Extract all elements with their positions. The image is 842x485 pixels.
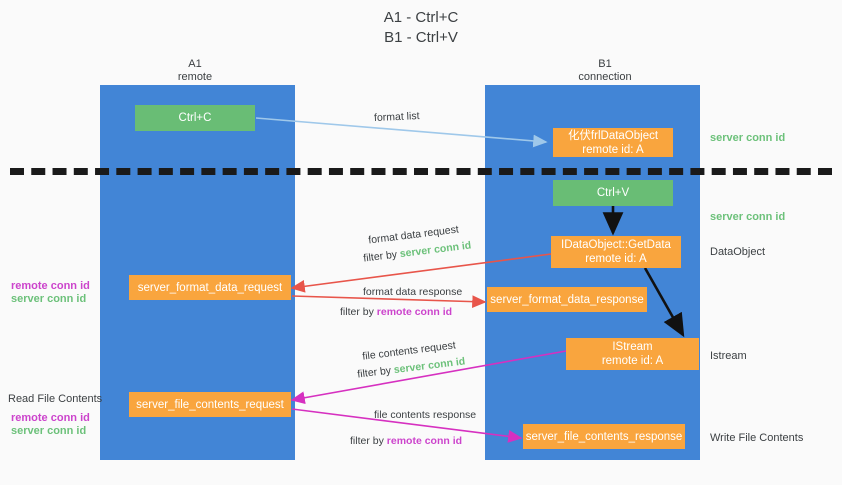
annotation-left-remote-conn-id-2: remote conn id xyxy=(11,412,90,424)
edge-filter-file-contents-response: filter by remote conn id xyxy=(350,434,462,448)
filter-value-remote-conn-id: remote conn id xyxy=(376,306,453,318)
page-title: A1 - Ctrl+C B1 - Ctrl+V xyxy=(383,9,459,46)
node-ctrl-v[interactable]: Ctrl+V xyxy=(553,180,673,206)
annotation-dataobject: DataObject xyxy=(710,246,766,258)
annotation-write-file-contents: Write File Contents xyxy=(710,432,804,444)
filter-value-remote-conn-id: remote conn id xyxy=(386,435,463,447)
annotation-istream: Istream xyxy=(710,350,747,362)
node-server-file-contents-response[interactable]: server_file_contents_response xyxy=(523,424,685,449)
node-server-format-data-response[interactable]: server_format_data_response xyxy=(487,287,647,312)
annotation-read-file-contents: Read File Contents xyxy=(8,393,103,405)
filter-prefix: filter by xyxy=(362,248,401,265)
edge-label-file-contents-response: file contents response xyxy=(374,409,477,421)
filter-prefix: filter by xyxy=(340,306,377,318)
node-server-format-data-request[interactable]: server_format_data_request xyxy=(129,275,291,300)
filter-value-server-conn-id: server conn id xyxy=(399,239,472,261)
node-idataobject-getdata[interactable]: IDataObject::GetData remote id: A xyxy=(551,236,681,268)
node-istream[interactable]: IStream remote id: A xyxy=(566,338,699,370)
lane-header-b1: B1 connection xyxy=(578,58,632,83)
annotation-left-server-conn-id-2: server conn id xyxy=(11,425,87,437)
node-idataobject[interactable]: 化伏frlDataObject remote id: A xyxy=(553,128,673,157)
node-ctrl-c[interactable]: Ctrl+C xyxy=(135,105,255,131)
annotation-server-conn-id-top: server conn id xyxy=(710,132,786,144)
edge-label-format-data-response: format data response xyxy=(363,286,463,298)
annotation-left-server-conn-id-1: server conn id xyxy=(11,293,87,305)
annotation-left-remote-conn-id-1: remote conn id xyxy=(11,280,90,292)
node-server-file-contents-request[interactable]: server_file_contents_request xyxy=(129,392,291,417)
filter-prefix: filter by xyxy=(356,364,395,381)
edge-filter-format-data-response: filter by remote conn id xyxy=(340,305,452,319)
annotation-server-conn-id-second: server conn id xyxy=(710,211,786,223)
lane-header-a1: A1 remote xyxy=(177,58,213,83)
phase-divider xyxy=(10,168,832,175)
filter-prefix: filter by xyxy=(350,435,387,447)
edge-label-format-list: format list xyxy=(373,110,420,124)
